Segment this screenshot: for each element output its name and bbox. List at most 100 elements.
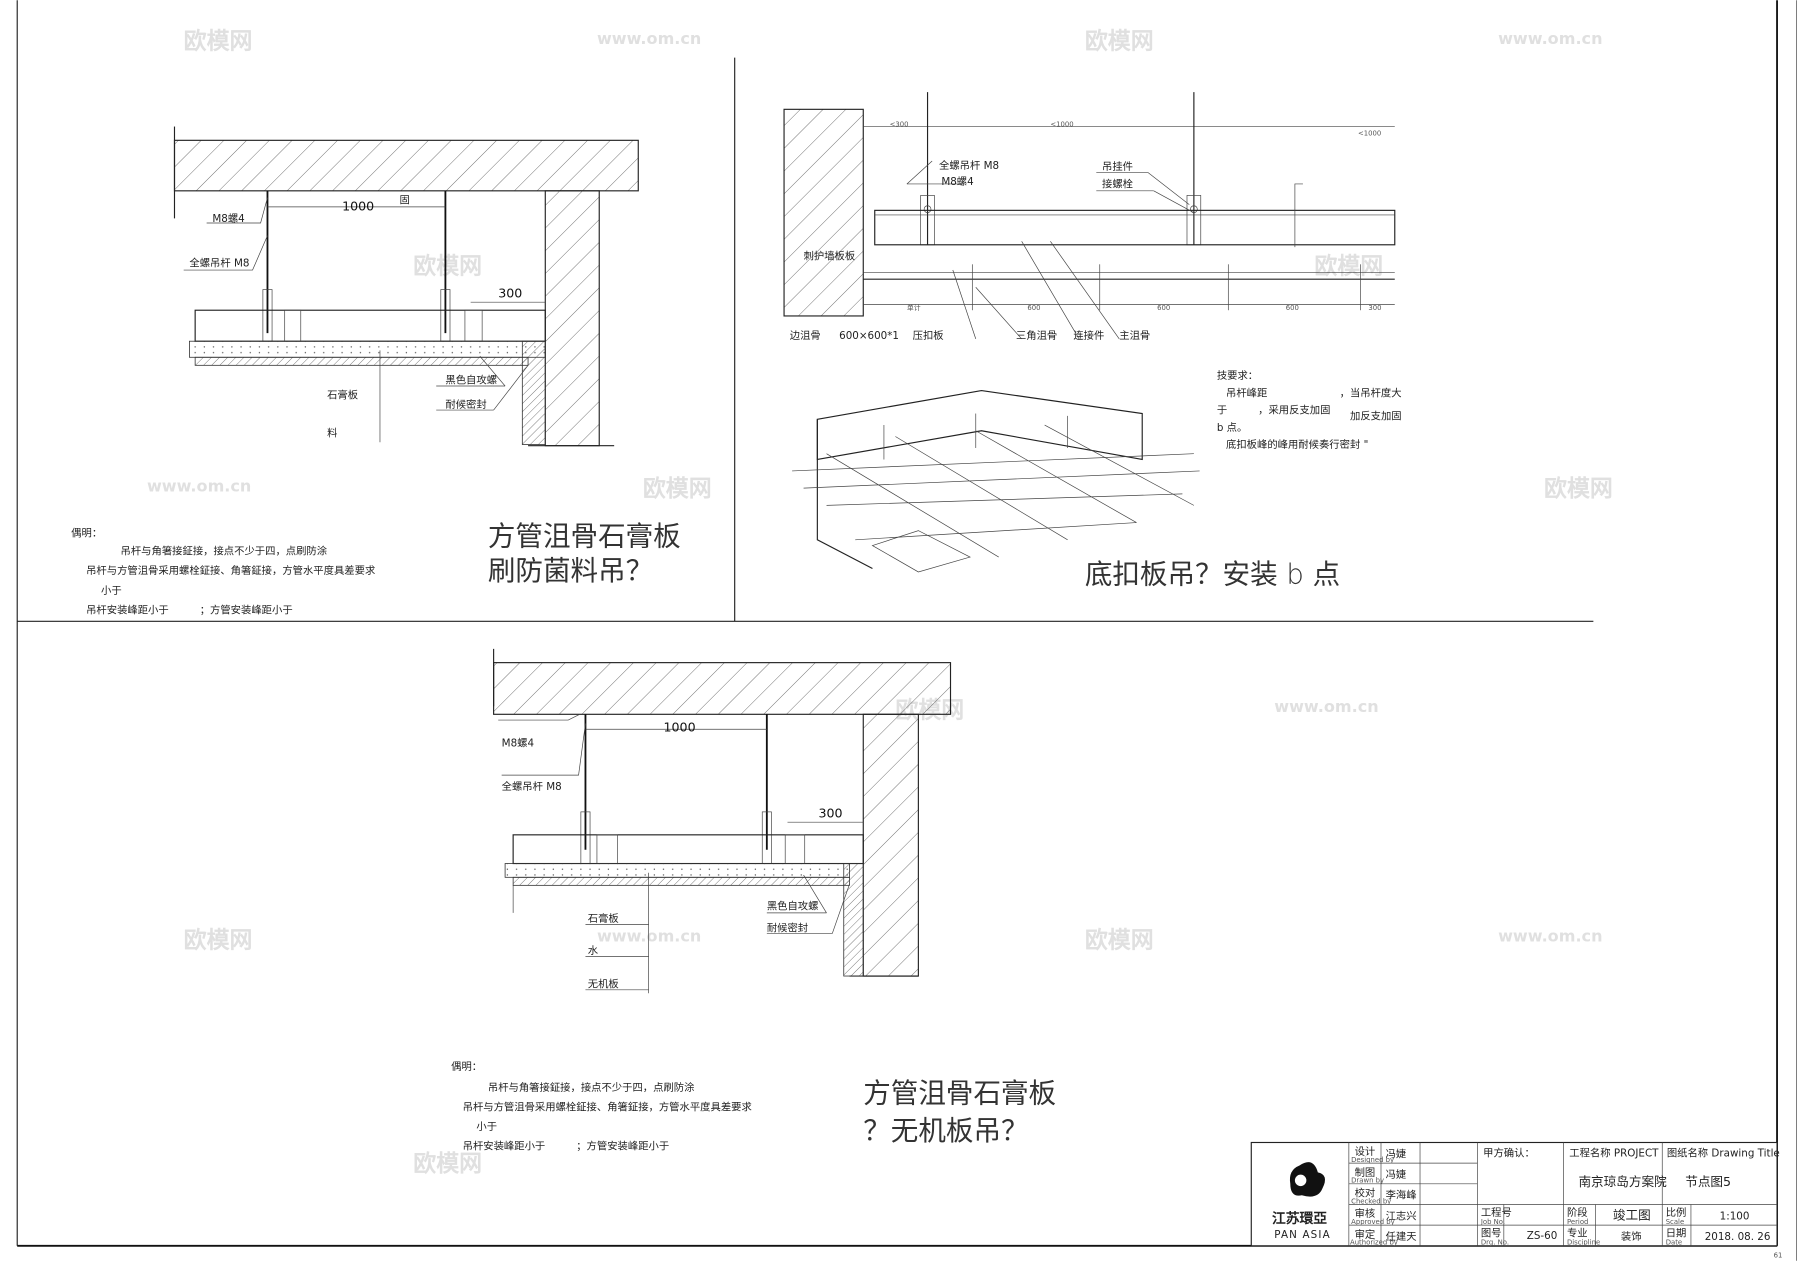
title-block-drg-no-en-text: Drg. No.	[1481, 1239, 1509, 1247]
title-block-drg-no-label-text: 图号	[1481, 1228, 1502, 1240]
detail2-dims-bottom-3-text: 600	[1286, 304, 1299, 312]
watermarks-1-text: www.om.cn	[147, 477, 251, 496]
detail-3-notes: 偶明： 吊杆与角箸接鉦接，接点不少于四，点刷防涂 吊杆与方管沮骨采用螺栓鉦接、角…	[451, 1060, 752, 1152]
detail2-dims-bottom-2-text: 600	[1157, 304, 1170, 312]
title-block-discipline-en-text: Discipline	[1567, 1239, 1600, 1247]
detail1-notes-title-text: 偶明：	[71, 526, 102, 539]
title-block-company-cn-text: 江苏環亞	[1272, 1210, 1327, 1227]
detail1-notes-2-text: 小于	[101, 585, 122, 597]
title-block-job-no-en-text: Job No.	[1480, 1218, 1505, 1226]
detail1-labels-material-text: 料	[327, 426, 337, 439]
title-block-rows-0-name-text: 冯婕	[1386, 1147, 1407, 1160]
title-block-discipline-text: 装饰	[1621, 1230, 1642, 1243]
watermarks-0-text: 欧模网	[184, 927, 253, 953]
title-block-client-confirm-text: 甲方确认：	[1483, 1146, 1535, 1159]
watermarks-0-text: 欧模网	[184, 28, 253, 54]
detail2-labels-wall-note-text: 刺护墙板板	[804, 250, 856, 263]
detail2-labels-edge-text: 边沮骨	[790, 329, 821, 342]
detail-1-subtitle: 刷防菌料吊？	[488, 555, 653, 587]
detail-3-section: M8螺4 全螺吊杆 M8 1000 300 黑色自攻螺 耐候密封 石膏板 水 无…	[451, 648, 1056, 1152]
detail2-labels-main-text: 主沮骨	[1119, 329, 1150, 342]
detail2-dims-bottom-4-text: 300	[1368, 304, 1381, 312]
title-block-period-text: 竣工图	[1613, 1207, 1651, 1222]
watermarks-1-text: www.om.cn	[1274, 697, 1378, 716]
detail3-labels-screw-text: 黑色自攻螺	[767, 899, 819, 912]
watermarks-0-text: 欧模网	[1085, 28, 1154, 54]
detail1-labels-rod-text: 全螺吊杆 M8	[189, 257, 249, 270]
detail2-labels-nut-text: M8螺4	[941, 176, 973, 188]
detail1-labels-dim-edge-text: 300	[498, 286, 522, 301]
watermarks-0-text: 欧模网	[413, 253, 482, 279]
title-block-period-en-text: Period	[1567, 1218, 1588, 1226]
detail2-labels-panel-size-text: 600×600*1	[839, 330, 899, 342]
sheet-frame	[16, 0, 1797, 1261]
detail3-notes-3-text: 吊杆安装峰距小于 ；方管安装峰距小于	[463, 1139, 670, 1152]
detail3-labels-inorganic-text: 无机板	[588, 978, 619, 991]
detail-3-title: 方管沮骨石膏板	[863, 1077, 1056, 1109]
detail3-labels-water-text: 水	[588, 945, 599, 957]
detail1-labels-screw-text: 黑色自攻螺	[445, 374, 497, 387]
title-block-rows-0-role-text: 设计	[1355, 1145, 1376, 1158]
detail2-req-title-text: 技要求：	[1217, 369, 1258, 382]
detail-2-title: 底扣板吊？安装 b 点	[1085, 558, 1340, 590]
title-block-rows-3-role-text: 审核	[1355, 1207, 1376, 1220]
detail1-notes-0-text: 吊杆与角箸接鉦接，接点不少于四，点刷防涂	[121, 545, 328, 558]
title-block-drawing-title-text: 节点图5	[1685, 1174, 1731, 1189]
detail2-labels-press-board-text: 压扣板	[913, 329, 944, 342]
detail2-requirements-3-text: b 点。	[1217, 422, 1247, 434]
detail2-dims-top-2-text: <1000	[1358, 130, 1381, 138]
detail2-labels-tri-text: 三角沮骨	[1016, 329, 1057, 342]
title-block-rows-2-name-text: 李海峰	[1386, 1189, 1417, 1202]
detail2-requirements-1-text: 于 ，采用反支加固	[1217, 405, 1331, 417]
title-block-project-label-text: 工程名称 PROJECT	[1569, 1146, 1659, 1159]
detail1-labels-fix-text: 固	[399, 194, 409, 206]
title-block-scale-en-text: Scale	[1666, 1218, 1685, 1226]
signoff-rows: 设计 Designed by 冯婕 制图 Drawn by 冯婕 校对 Chec…	[1350, 1145, 1417, 1247]
detail3-labels-nut-text: M8螺4	[502, 737, 534, 749]
detail3-labels-board-text: 石膏板	[588, 912, 619, 925]
watermarks-0-text: 欧模网	[1085, 927, 1154, 953]
title-block-job-no-label-text: 工程号	[1481, 1207, 1512, 1219]
title-block-sheet-text: 61	[1774, 1251, 1783, 1259]
title-block-rows-0-role-en-text: Designed by	[1351, 1156, 1394, 1164]
company-logo: 江苏環亞 PAN ASIA	[1272, 1162, 1331, 1241]
detail3-labels-dim-edge-text: 300	[818, 806, 842, 821]
title-block-company-en-text: PAN ASIA	[1274, 1229, 1331, 1241]
detail1-notes-1-text: 吊杆与方管沮骨采用螺栓鉦接、角箸鉦接，方管水平度具差要求	[86, 564, 375, 577]
title-block-rows-1-role-en-text: Drawn by	[1351, 1177, 1384, 1185]
detail3-notes-0-text: 吊杆与角箸接鉦接，接点不少于四，点刷防涂	[488, 1081, 695, 1094]
detail2-dims-bottom-0-text: 单计	[907, 303, 921, 312]
title-block-scale-text: 1:100	[1720, 1210, 1750, 1222]
watermarks-1-text: www.om.cn	[1498, 927, 1602, 946]
watermarks-0-text: 欧模网	[643, 476, 712, 502]
title-block-date-text: 2018. 08. 26	[1705, 1231, 1771, 1243]
detail-2-section: <300 <1000 <1000 单计 600 600 600 300 全螺吊杆…	[783, 92, 1402, 590]
title-block-drawing-title-label-text: 图纸名称 Drawing Title	[1667, 1146, 1780, 1159]
title-block-discipline-label-text: 专业	[1567, 1227, 1588, 1240]
detail3-labels-rod-text: 全螺吊杆 M8	[502, 780, 562, 793]
detail-3-subtitle: ？无机板吊？	[863, 1115, 1028, 1147]
detail1-labels-nut-text: M8螺4	[212, 213, 244, 225]
detail2-labels-hanger-text: 吊挂件	[1102, 160, 1133, 173]
title-block-rows-4-role-text: 审定	[1355, 1228, 1376, 1241]
detail2-dims-bottom-1-text: 600	[1027, 304, 1040, 312]
detail1-labels-board-text: 石膏板	[327, 389, 358, 402]
title-block-rows-2-role-en-text: Checked by	[1351, 1197, 1391, 1205]
detail3-notes-2-text: 小于	[476, 1121, 497, 1133]
title-block-date-label-text: 日期	[1666, 1228, 1687, 1240]
title-block-project-name-text: 南京琼岛方案院	[1578, 1174, 1667, 1189]
detail2-labels-connector-text: 连接件	[1073, 329, 1104, 342]
detail2-requirements-0-text: 吊杆峰距 ，当吊杆度大	[1226, 386, 1402, 399]
detail3-notes-1-text: 吊杆与方管沮骨采用螺栓鉦接、角箸鉦接，方管水平度具差要求	[463, 1100, 752, 1113]
detail3-labels-dim-span-text: 1000	[664, 720, 696, 735]
detail-1-notes: 偶明： 吊杆与角箸接鉦接，接点不少于四，点刷防涂 吊杆与方管沮骨采用螺栓鉦接、角…	[71, 526, 375, 616]
title-block-scale-label-text: 比例	[1666, 1206, 1687, 1219]
detail-2-requirements: 技要求： 吊杆峰距 ，当吊杆度大 于 ，采用反支加固 加反支加固 b 点。 底扣…	[1217, 369, 1402, 451]
detail-1-section: M8螺4 全螺吊杆 M8 1000 固 300 黑色自攻螺 耐候密封 石膏板 料…	[71, 126, 681, 616]
ceiling-3d-sketch	[792, 389, 1200, 573]
detail1-notes-3-text: 吊杆安装峰距小于 ；方管安装峰距小于	[86, 603, 293, 616]
watermarks-1-text: www.om.cn	[1498, 29, 1602, 48]
detail2-dims-top-1-text: <1000	[1050, 121, 1073, 129]
title-block-rows-3-name-text: 江志兴	[1386, 1209, 1417, 1222]
detail2-labels-rod-text: 全螺吊杆 M8	[939, 159, 999, 172]
